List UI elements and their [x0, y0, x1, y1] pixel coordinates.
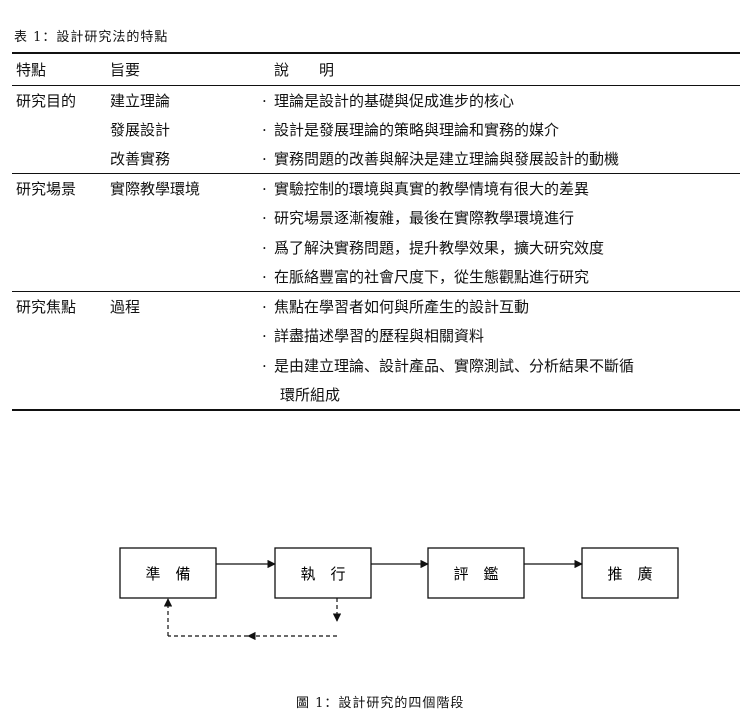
- table-row: ·是由建立理論、設計產品、實際測試、分析結果不斷循: [12, 351, 740, 381]
- bullet: ·: [262, 209, 267, 228]
- bullet: ·: [262, 327, 267, 346]
- features-table: 特點 旨要 說 明 研究目的 建立理論 ·理論是設計的基礎與促成進步的核心 發展…: [12, 52, 740, 411]
- desc-cell: ·研究場景逐漸複雜，最後在實際教學環境進行: [262, 209, 575, 228]
- desc-continuation: 環所組成: [280, 385, 341, 404]
- stage-label-execute: 執 行: [300, 565, 345, 583]
- bullet: ·: [262, 150, 267, 168]
- bullet: ·: [262, 268, 267, 286]
- header-feature: 特點: [16, 60, 47, 79]
- stage-box-promote: 推 廣: [581, 547, 679, 599]
- feedback-loop: [163, 598, 342, 641]
- table-row: 環所組成: [12, 380, 740, 410]
- table-row: 研究目的 建立理論 ·理論是設計的基礎與促成進步的核心: [12, 85, 740, 115]
- group-research-focus: 研究焦點 過程 ·焦點在學習者如何與所產生的設計互動 ·詳盡描述學習的歷程與相關…: [12, 292, 740, 410]
- bullet: ·: [262, 356, 267, 375]
- desc-cell: ·實驗控制的環境與真實的教學情境有很大的差異: [262, 180, 590, 198]
- header-gist: 旨要: [110, 60, 141, 79]
- stage-box-prepare: 準 備: [119, 547, 217, 599]
- group-research-purpose: 研究目的 建立理論 ·理論是設計的基礎與促成進步的核心 發展設計 ·設計是發展理…: [12, 85, 740, 174]
- table-caption: 表 1：設計研究法的特點: [14, 30, 169, 45]
- gist-cell: 發展設計: [110, 120, 171, 139]
- table-row: ·爲了解決實務問題，提升教學效果，擴大研究效度: [12, 233, 740, 263]
- desc-cell: ·在脈絡豐富的社會尺度下，從生態觀點進行研究: [262, 268, 590, 286]
- stage-box-execute: 執 行: [274, 547, 372, 599]
- gist-cell: 過程: [110, 298, 141, 316]
- desc-cell: ·是由建立理論、設計產品、實際測試、分析結果不斷循: [262, 356, 635, 375]
- table-row: 研究場景 實際教學環境 ·實驗控制的環境與真實的教學情境有很大的差異: [12, 174, 740, 204]
- feature-cell: 研究焦點: [16, 298, 77, 316]
- gist-cell: 改善實務: [110, 150, 171, 168]
- stage-box-evaluate: 評 鑑: [427, 547, 525, 599]
- table-row: ·研究場景逐漸複雜，最後在實際教學環境進行: [12, 203, 740, 233]
- table-row: ·詳盡描述學習的歷程與相關資料: [12, 321, 740, 351]
- header-description: 說 明: [274, 60, 335, 79]
- desc-cell: ·理論是設計的基礎與促成進步的核心: [262, 91, 515, 110]
- table-row: 改善實務 ·實務問題的改善與解決是建立理論與發展設計的動機: [12, 144, 740, 174]
- feature-cell: 研究場景: [16, 180, 77, 198]
- desc-cell: ·詳盡描述學習的歷程與相關資料: [262, 327, 485, 346]
- bullet: ·: [262, 298, 267, 316]
- desc-cell: ·爲了解決實務問題，提升教學效果，擴大研究效度: [262, 238, 605, 257]
- four-stage-diagram: 準 備 執 行 評 鑑 推 廣: [119, 547, 679, 641]
- desc-cell: ·焦點在學習者如何與所產生的設計互動: [262, 298, 530, 316]
- bullet: ·: [262, 91, 267, 110]
- feature-cell: 研究目的: [16, 91, 77, 110]
- table-row: 研究焦點 過程 ·焦點在學習者如何與所產生的設計互動: [12, 292, 740, 322]
- stage-label-prepare: 準 備: [145, 565, 190, 583]
- stage-label-promote: 推 廣: [607, 565, 652, 583]
- desc-cell: ·實務問題的改善與解決是建立理論與發展設計的動機: [262, 150, 620, 168]
- table-row: 發展設計 ·設計是發展理論的策略與理論和實務的媒介: [12, 115, 740, 145]
- figure-caption: 圖 1：設計研究的四個階段: [296, 696, 465, 711]
- table-row: ·在脈絡豐富的社會尺度下，從生態觀點進行研究: [12, 262, 740, 292]
- group-research-setting: 研究場景 實際教學環境 ·實驗控制的環境與真實的教學情境有很大的差異 ·研究場景…: [12, 174, 740, 292]
- table-header-row: 特點 旨要 說 明: [12, 53, 740, 85]
- desc-cell: ·設計是發展理論的策略與理論和實務的媒介: [262, 120, 560, 139]
- bullet: ·: [262, 180, 267, 198]
- gist-cell: 實際教學環境: [110, 180, 201, 198]
- bullet: ·: [262, 238, 267, 257]
- gist-cell: 建立理論: [110, 91, 171, 110]
- stage-label-evaluate: 評 鑑: [453, 565, 498, 583]
- bullet: ·: [262, 120, 267, 139]
